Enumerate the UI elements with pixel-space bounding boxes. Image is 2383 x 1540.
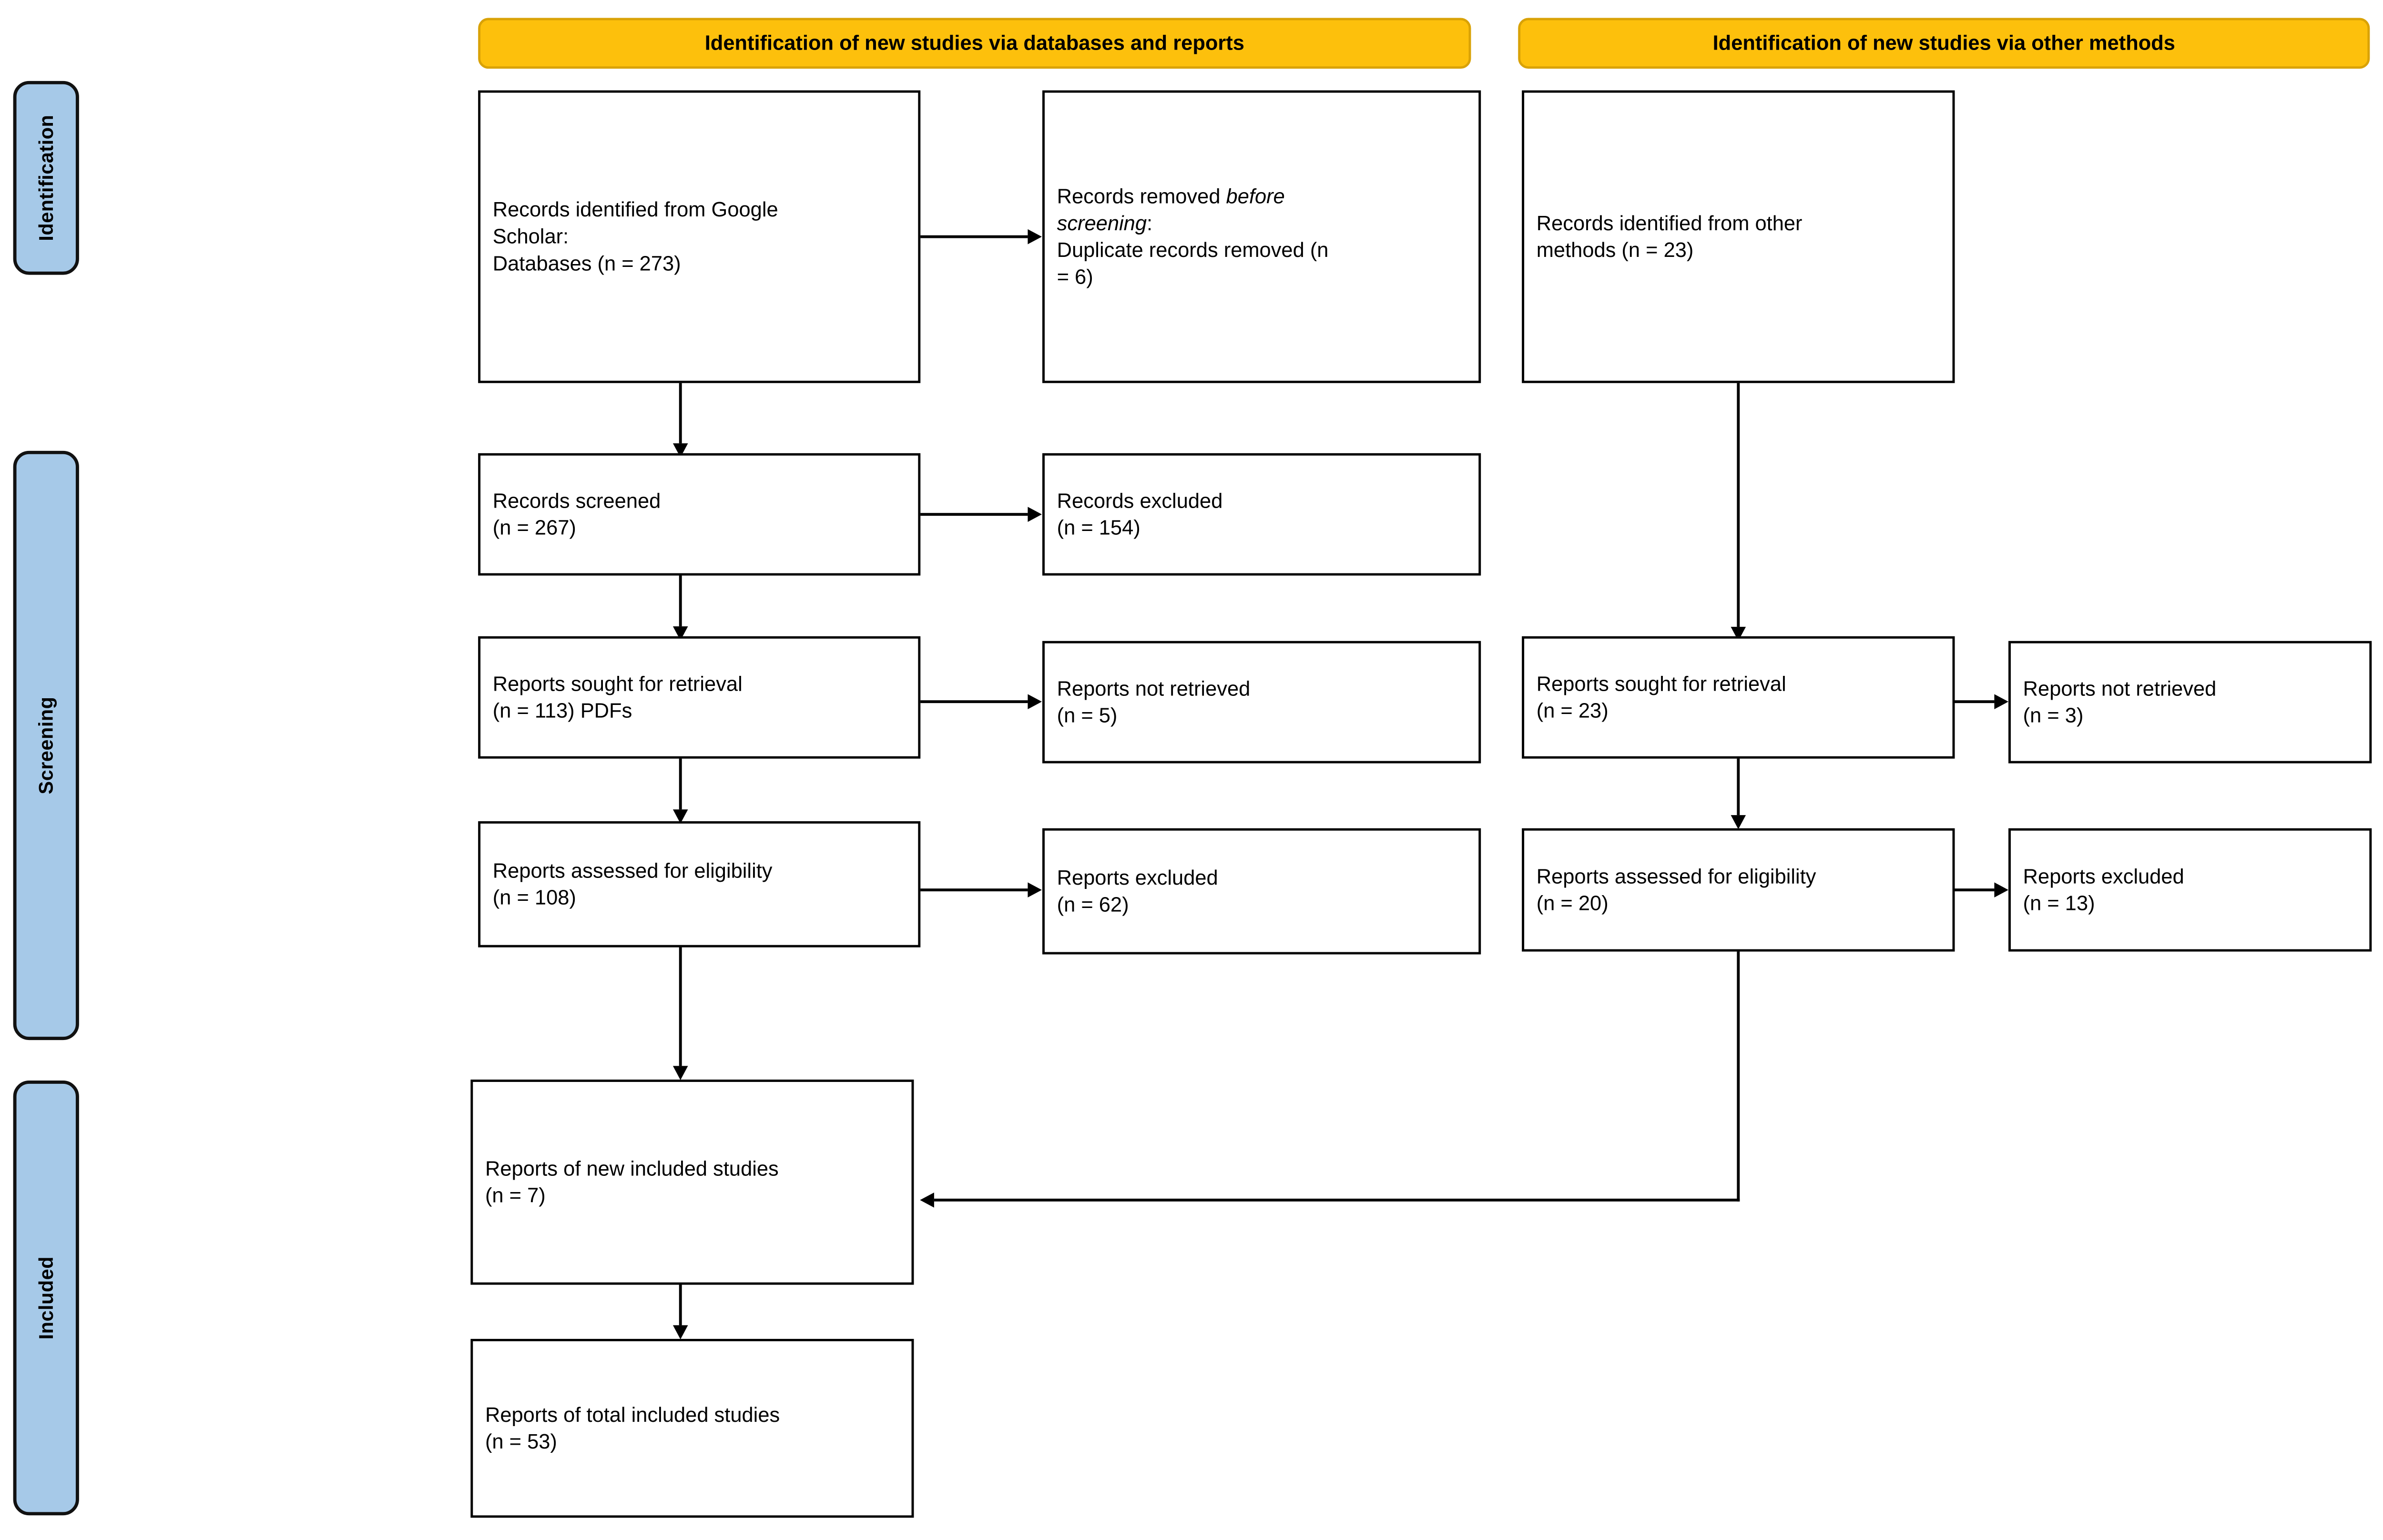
column-header-databases: Identification of new studies via databa… [478, 18, 1471, 69]
connector-screened-to-sought [679, 575, 682, 627]
stage-pill-included: Included [13, 1080, 79, 1516]
box-reports-not-retrieved-databases-text: Reports not retrieved (n = 5) [1057, 677, 1251, 727]
connector-assessed-other-elbow-vertical [1737, 951, 1740, 1202]
box-reports-total-included-studies: Reports of total included studies (n = 5… [470, 1339, 914, 1518]
connector-sought-db-to-assessed [679, 758, 682, 810]
arrow-sought-other-to-not-retrieved [1994, 694, 2009, 709]
connector-sought-other-to-assessed [1737, 758, 1740, 816]
box-reports-sought-other: Reports sought for retrieval (n = 23) [1522, 636, 1955, 759]
box-records-removed-before-screening: Records removed before screening: Duplic… [1042, 90, 1481, 383]
box-records-identified-other-methods: Records identified from other methods (n… [1522, 90, 1955, 383]
connector-assessed-other-to-excluded [1955, 888, 1995, 892]
box-reports-not-retrieved-databases: Reports not retrieved (n = 5) [1042, 641, 1481, 764]
box-reports-sought-databases: Reports sought for retrieval (n = 113) P… [478, 636, 921, 759]
arrow-assessed-db-to-excluded [1028, 882, 1042, 897]
box-records-excluded: Records excluded (n = 154) [1042, 453, 1481, 576]
box-reports-sought-databases-text: Reports sought for retrieval (n = 113) P… [492, 672, 743, 723]
box-records-screened: Records screened (n = 267) [478, 453, 921, 576]
box-reports-excluded-databases: Reports excluded (n = 62) [1042, 828, 1481, 955]
arrow-identified-to-removed [1028, 229, 1042, 245]
connector-sought-db-to-not-retrieved [920, 700, 1028, 704]
stage-pill-identification: Identification [13, 81, 79, 275]
connector-other-identified-to-sought [1737, 383, 1740, 627]
box-records-identified-other-methods-text: Records identified from other methods (n… [1536, 212, 1803, 262]
connector-assessed-db-to-excluded [920, 888, 1028, 892]
box-records-excluded-text: Records excluded (n = 154) [1057, 489, 1223, 540]
connector-identified-to-removed [920, 235, 1028, 238]
box-records-identified-databases: Records identified from Google Scholar: … [478, 90, 921, 383]
box-reports-not-retrieved-other: Reports not retrieved (n = 3) [2008, 641, 2372, 764]
box-records-identified-databases-text: Records identified from Google Scholar: … [492, 198, 778, 275]
box-reports-excluded-databases-text: Reports excluded (n = 62) [1057, 866, 1218, 917]
stage-label-screening: Screening [35, 696, 57, 795]
arrow-sought-other-to-assessed [1731, 815, 1746, 829]
box-records-screened-text: Records screened (n = 267) [492, 489, 661, 540]
box-reports-assessed-databases: Reports assessed for eligibility (n = 10… [478, 821, 921, 948]
stage-pill-screening: Screening [13, 450, 79, 1040]
arrow-assessed-db-to-new-included [672, 1066, 688, 1080]
box-reports-new-included-studies-text: Reports of new included studies (n = 7) [485, 1157, 779, 1207]
box-records-removed-before-screening-text: Records removed before screening: Duplic… [1057, 184, 1329, 289]
arrow-assessed-other-to-new-included [920, 1192, 934, 1208]
box-reports-total-included-studies-text: Reports of total included studies (n = 5… [485, 1403, 780, 1453]
column-header-other-methods-label: Identification of new studies via other … [1712, 31, 2175, 55]
box-reports-new-included-studies: Reports of new included studies (n = 7) [470, 1080, 914, 1285]
connector-sought-other-to-not-retrieved [1955, 700, 1995, 704]
box-reports-not-retrieved-other-text: Reports not retrieved (n = 3) [2023, 677, 2217, 727]
connector-assessed-other-elbow-horizontal [934, 1198, 1740, 1202]
box-reports-excluded-other: Reports excluded (n = 13) [2008, 828, 2372, 952]
connector-assessed-db-to-new-included [679, 947, 682, 1066]
box-reports-excluded-other-text: Reports excluded (n = 13) [2023, 865, 2184, 915]
box-reports-assessed-other-text: Reports assessed for eligibility (n = 20… [1536, 865, 1816, 915]
box-reports-sought-other-text: Reports sought for retrieval (n = 23) [1536, 672, 1786, 723]
arrow-new-included-to-total-included [672, 1325, 688, 1340]
stage-label-included: Included [35, 1256, 57, 1340]
column-header-other-methods: Identification of new studies via other … [1518, 18, 2370, 69]
arrow-assessed-other-to-excluded [1994, 882, 2009, 897]
stage-label-identification: Identification [35, 114, 57, 241]
arrow-screened-to-excluded [1028, 507, 1042, 522]
connector-screened-to-excluded [920, 513, 1028, 516]
column-header-databases-label: Identification of new studies via databa… [704, 31, 1244, 55]
connector-new-included-to-total-included [679, 1285, 682, 1326]
connector-identified-to-screened [679, 383, 682, 444]
box-reports-assessed-other: Reports assessed for eligibility (n = 20… [1522, 828, 1955, 952]
arrow-sought-db-to-not-retrieved [1028, 694, 1042, 709]
box-reports-assessed-databases-text: Reports assessed for eligibility (n = 10… [492, 859, 773, 909]
